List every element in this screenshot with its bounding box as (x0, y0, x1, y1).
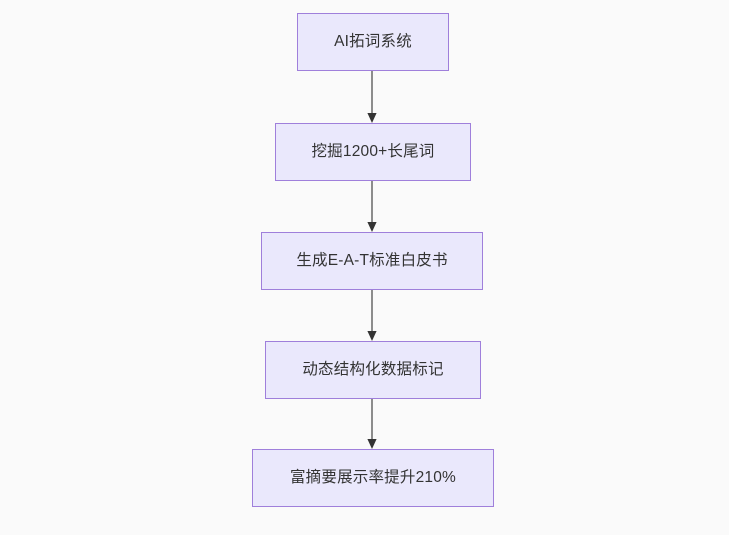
edge-node2-to-node3 (364, 181, 380, 232)
flow-node-label: 挖掘1200+长尾词 (311, 142, 435, 160)
flow-node-rich-snippet-result[interactable]: 富摘要展示率提升210% (252, 449, 494, 507)
flow-node-label: 生成E-A-T标准白皮书 (296, 251, 448, 269)
flow-node-longtail-mining[interactable]: 挖掘1200+长尾词 (275, 123, 471, 181)
flow-node-structured-data-markup[interactable]: 动态结构化数据标记 (265, 341, 481, 399)
arrowhead-down-icon (367, 222, 377, 232)
flow-node-label: AI拓词系统 (334, 32, 412, 50)
edge-node1-to-node2 (364, 71, 380, 123)
flow-node-eat-whitepaper[interactable]: 生成E-A-T标准白皮书 (261, 232, 483, 290)
edge-node3-to-node4 (364, 290, 380, 341)
flow-node-label: 富摘要展示率提升210% (289, 468, 457, 486)
edge-node4-to-node5 (364, 399, 380, 449)
arrowhead-down-icon (367, 439, 377, 449)
flow-node-ai-keyword-system[interactable]: AI拓词系统 (297, 13, 449, 71)
arrowhead-down-icon (367, 331, 377, 341)
flow-node-label: 动态结构化数据标记 (302, 360, 444, 378)
arrowhead-down-icon (367, 113, 377, 123)
